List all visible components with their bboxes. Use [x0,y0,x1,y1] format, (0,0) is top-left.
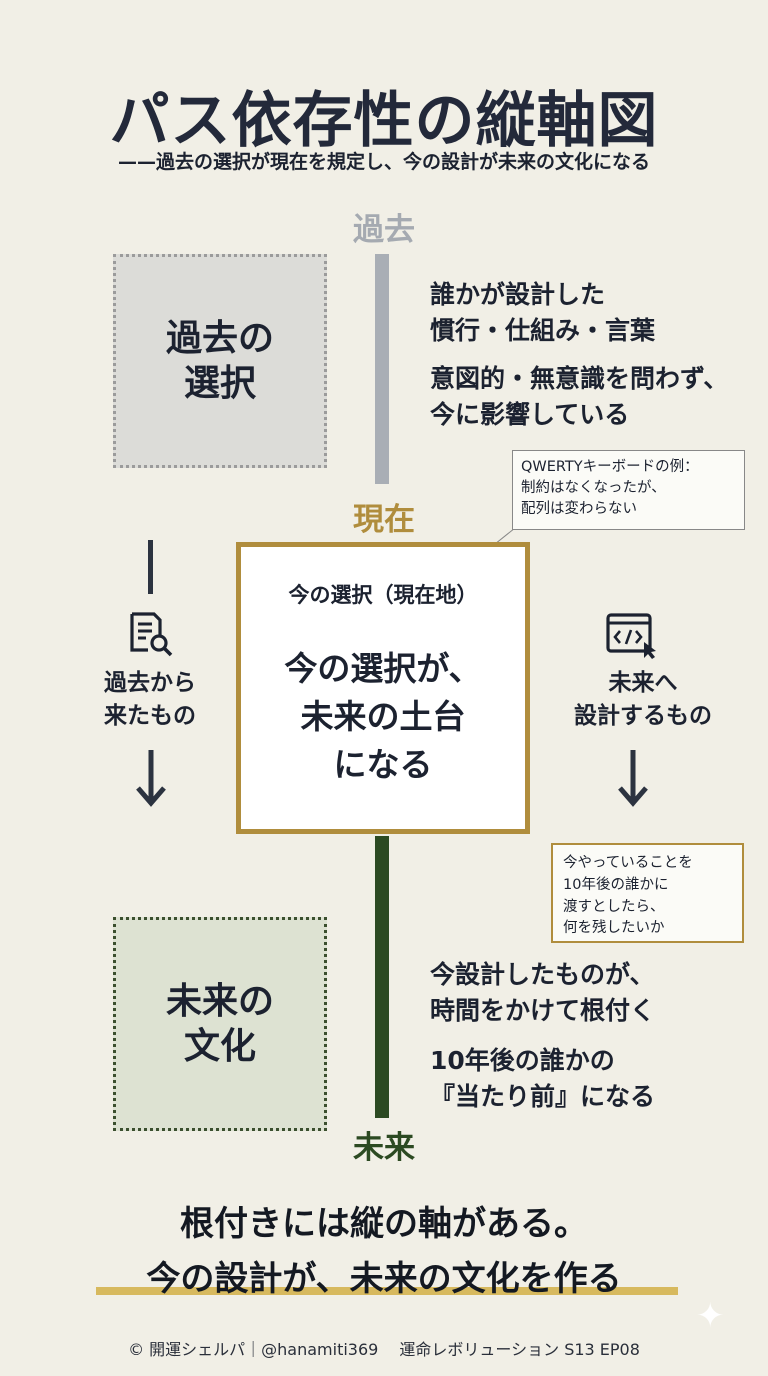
code-window-icon [606,613,656,659]
present-main-line3: になる [333,744,433,784]
past-label: 過去 [353,212,415,248]
future-note-line3: 10年後の誰かの [430,1046,615,1075]
past-notes-b: 意図的・無意識を問わず、 今に影響している [430,361,728,434]
to-future-line2: 設計するもの [574,703,712,730]
qwerty-callout-line1: QWERTYキーボードの例： [521,459,699,475]
present-label: 現在 [353,502,415,538]
from-past-caption: 過去から 来たもの [70,667,230,734]
from-past-line2: 来たもの [104,703,196,730]
future-callout-line4: 何を残したいか [563,920,665,937]
future-notes-a: 今設計したものが、 時間をかけて根付く [430,957,655,1030]
conclusion-underline [96,1287,678,1295]
future-box-line1: 未来の [165,981,274,1022]
future-question-callout: 今やっていることを 10年後の誰かに 渡すとしたら、 何を残したいか [551,843,744,943]
page-title: パス依存性の縦軸図 [109,86,659,156]
future-callout-line3: 渡すとしたら、 [563,898,665,915]
qwerty-callout-line2: 制約はなくなったが、 [521,480,666,497]
past-note-line2: 慣行・仕組み・言葉 [430,316,656,346]
future-axis [375,836,389,1118]
from-past-line1: 過去から [104,670,196,696]
past-choice-box: 過去の 選択 [113,254,327,468]
past-axis [375,254,389,484]
present-main-line1: 今の選択が、 [284,649,482,688]
future-box-line2: 文化 [183,1026,256,1067]
present-heading: 今の選択（現在地） [288,583,478,607]
past-box-line1: 過去の [165,318,274,359]
to-future-line1: 未来へ [608,670,678,696]
down-arrow-right-icon [618,750,648,807]
future-notes-b: 10年後の誰かの 『当たり前』になる [430,1043,655,1116]
future-note-line2: 時間をかけて根付く [430,996,656,1026]
past-note-line4: 今に影響している [430,400,630,430]
footer-credit: © 開運シェルパ｜@hanamiti369 運命レボリューション S13 EP0… [128,1340,640,1359]
qwerty-callout-line3: 配列は変わらない [521,501,637,518]
future-label: 未来 [353,1130,415,1166]
past-note-line3: 意図的・無意識を問わず、 [430,364,729,393]
present-main-text: 今の選択が、 未来の土台 になる [241,645,525,789]
qwerty-callout: QWERTYキーボードの例： 制約はなくなったが、 配列は変わらない [512,450,745,530]
past-box-line2: 選択 [183,363,256,404]
left-top-line [148,540,153,594]
past-note-line1: 誰かが設計した [430,280,606,309]
conclusion-line2: 今の設計が、未来の文化を作る [146,1259,622,1299]
future-culture-box: 未来の 文化 [113,917,327,1131]
sparkle-icon: ✦ [696,1296,725,1336]
future-callout-line2: 10年後の誰かに [563,876,669,893]
to-future-caption: 未来へ 設計するもの [548,667,738,734]
conclusion-line1: 根付きには縦の軸がある。 [180,1204,588,1244]
future-note-line1: 今設計したものが、 [430,960,655,989]
past-notes-a: 誰かが設計した 慣行・仕組み・言葉 [430,277,655,350]
page-subtitle: ——過去の選択が現在を規定し、今の設計が未来の文化になる [117,151,650,173]
future-callout-line1: 今やっていることを [563,855,693,871]
document-search-icon [130,612,173,657]
future-note-line4: 『当たり前』になる [430,1082,656,1112]
present-choice-box: 今の選択（現在地） 今の選択が、 未来の土台 になる [236,542,530,834]
present-main-line2: 未来の土台 [300,696,466,736]
down-arrow-left-icon [136,750,166,807]
